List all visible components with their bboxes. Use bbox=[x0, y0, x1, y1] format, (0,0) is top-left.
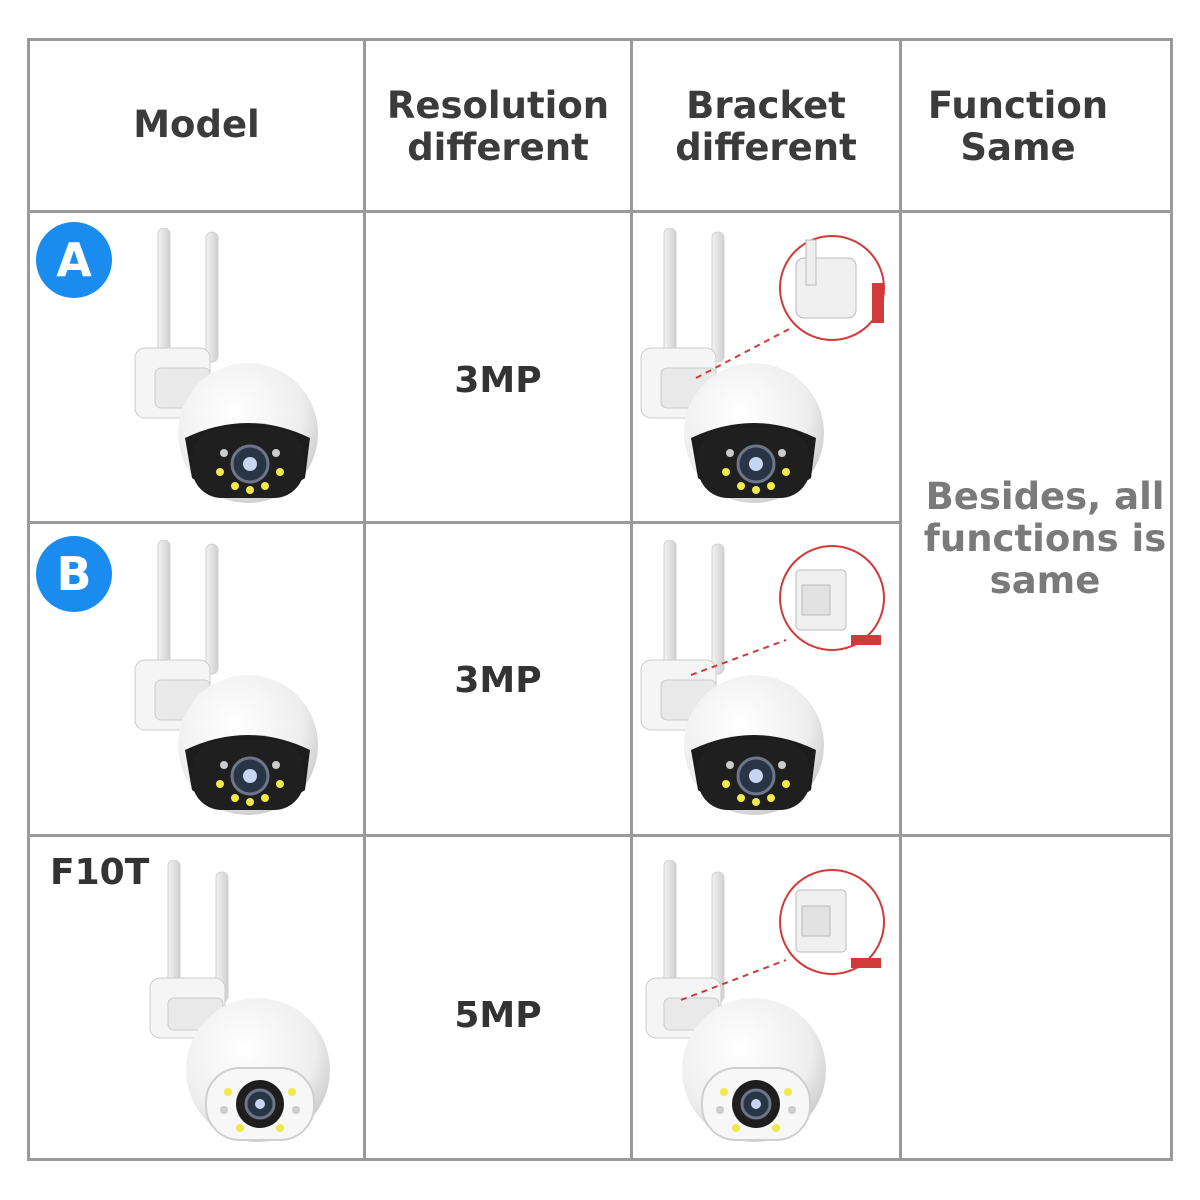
zoom-pointer-line bbox=[695, 327, 792, 379]
grid-top bbox=[27, 38, 1173, 41]
camera-image-row-a bbox=[133, 228, 320, 505]
row-a-badge: A bbox=[36, 222, 112, 298]
grid-right bbox=[1170, 38, 1173, 1161]
camera-image-row-f10t bbox=[148, 860, 332, 1144]
header-model: Model bbox=[133, 103, 260, 146]
grid-col1 bbox=[363, 38, 366, 1161]
row-f10t-resolution: 5MP bbox=[454, 995, 542, 1036]
camera-image-row-b bbox=[133, 540, 320, 817]
grid-row1-bottom bbox=[27, 521, 901, 524]
grid-header-bottom bbox=[27, 210, 1173, 213]
grid-col3 bbox=[899, 38, 902, 1161]
zoom-pointer-line bbox=[690, 639, 787, 676]
grid-bottom bbox=[27, 1158, 1173, 1161]
bracket-image-row-a bbox=[639, 228, 885, 505]
grid-col2 bbox=[630, 38, 633, 1161]
bracket-image-row-b bbox=[639, 540, 885, 817]
row-f10t-label: F10T bbox=[50, 852, 150, 893]
function-note: Besides, all functions is same bbox=[923, 475, 1167, 602]
bracket-image-row-f10t bbox=[644, 860, 885, 1144]
row-b-resolution: 3MP bbox=[454, 660, 542, 701]
row-a-resolution: 3MP bbox=[454, 360, 542, 401]
grid-row2-bottom bbox=[27, 834, 1173, 837]
row-b-badge: B bbox=[36, 536, 112, 612]
zoom-pointer-line bbox=[680, 959, 787, 1001]
grid-left bbox=[27, 38, 30, 1161]
